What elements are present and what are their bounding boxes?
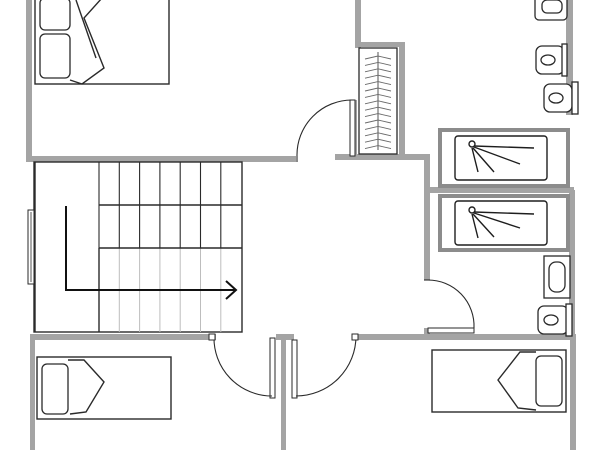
wall-west-upper <box>26 0 32 162</box>
wall-shower-divider <box>424 187 574 193</box>
toilet-icon <box>537 303 573 337</box>
wall-west-lower <box>30 336 35 450</box>
wardrobe-hanger <box>364 93 392 98</box>
wardrobe-hanger <box>364 74 392 79</box>
wardrobe-hanger <box>364 81 392 86</box>
wall-hall-north-east <box>335 154 429 160</box>
pillow-icon <box>535 355 563 407</box>
door-wardrobe[interactable] <box>296 99 356 162</box>
wall-south-east <box>356 334 576 340</box>
staircase <box>27 161 243 333</box>
wall-bath-east <box>566 0 573 115</box>
bathroom-northeast <box>534 0 579 115</box>
wardrobe-hanger <box>364 138 392 143</box>
door-bedroom-southeast[interactable] <box>291 333 359 399</box>
wall-east-lower <box>570 338 576 450</box>
wall-south-west <box>30 334 216 340</box>
wall-shower-1-left <box>424 154 430 192</box>
wardrobe-hangers <box>364 55 392 150</box>
shower-spray <box>471 211 535 239</box>
wardrobe-hanger <box>364 68 392 73</box>
wardrobe-hanger <box>364 145 392 150</box>
door-swing-icon <box>295 335 357 397</box>
door-leaf <box>291 339 298 399</box>
shower-upper <box>438 128 570 188</box>
pillow-icon <box>41 363 69 415</box>
door-swing-icon <box>213 335 273 397</box>
shower-head <box>468 206 476 214</box>
wardrobe-hanger <box>364 113 392 118</box>
bedroom-northwest <box>34 0 170 85</box>
door-leaf <box>269 337 276 399</box>
wall-bedroom-divider-south <box>281 336 286 450</box>
bed-fold-line <box>69 0 105 85</box>
wardrobe-hanger <box>364 87 392 92</box>
wardrobe <box>358 47 398 155</box>
sink-icon <box>543 255 571 299</box>
toilet-icon <box>543 81 579 115</box>
wardrobe-hanger <box>364 61 392 66</box>
door-leaf <box>349 99 356 157</box>
door-jamb <box>351 333 359 341</box>
wall-wardrobe-top <box>355 42 405 47</box>
shower-spray <box>471 145 535 173</box>
stair-treads <box>98 162 222 332</box>
wall-wardrobe-right <box>399 42 405 160</box>
bathroom-southeast <box>537 255 573 337</box>
shower-tray <box>454 135 548 181</box>
wardrobe-hanger <box>364 125 392 130</box>
bed-fold-line <box>497 351 537 411</box>
door-jamb <box>208 333 216 341</box>
shower-head <box>468 140 476 148</box>
wardrobe-hanger <box>364 55 392 60</box>
wall-hall-east <box>424 187 430 280</box>
wardrobe-hanger <box>364 132 392 137</box>
wardrobe-hanger <box>364 119 392 124</box>
door-swing-icon <box>296 99 353 157</box>
walls <box>26 0 576 450</box>
door-leaf <box>427 327 475 334</box>
wall-bath-east-lower <box>569 190 575 340</box>
pillow-icon <box>39 0 71 31</box>
stair-arrow-icon <box>65 206 238 300</box>
bed-fold-line <box>75 0 97 59</box>
door-swing-icon <box>427 279 475 329</box>
door-bedroom-southwest[interactable] <box>208 333 276 399</box>
wardrobe-hanger <box>364 106 392 111</box>
door-bathroom-southeast[interactable] <box>424 279 475 334</box>
wall-hall-north-west <box>26 156 296 162</box>
pillow-icon <box>39 33 71 79</box>
toilet-icon <box>535 43 568 77</box>
wardrobe-hanger <box>364 100 392 105</box>
bedroom-southeast <box>431 349 567 413</box>
shower-lower <box>438 194 570 252</box>
bedroom-southwest <box>36 356 172 420</box>
wall-top-bedroom-divider <box>355 0 361 48</box>
bed-fold-line <box>68 359 105 415</box>
toilet-icon <box>534 0 568 21</box>
shower-tray <box>454 200 548 246</box>
